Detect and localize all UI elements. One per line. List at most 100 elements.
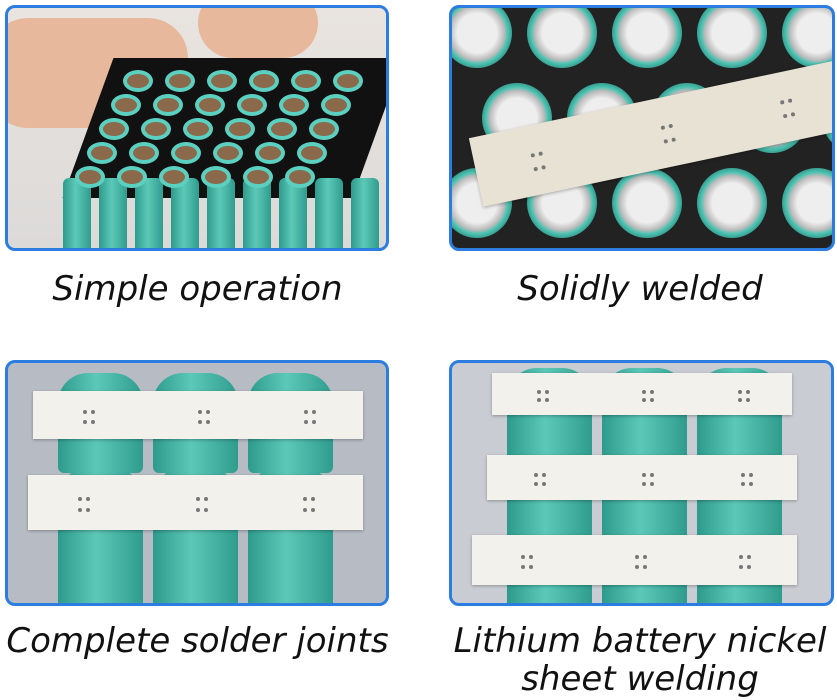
weld-spot	[779, 100, 785, 105]
nickel-strip	[33, 391, 363, 439]
cell-top	[171, 142, 201, 164]
weld-spot	[642, 482, 646, 486]
weld-spot	[82, 410, 87, 415]
cell-top	[117, 166, 147, 188]
cell-top	[249, 70, 279, 92]
weld-spot	[537, 389, 541, 394]
cell-top	[291, 70, 321, 92]
cell-top	[697, 8, 767, 68]
weld-spot	[198, 419, 202, 424]
weld-spot	[530, 152, 536, 158]
cell-top	[195, 94, 225, 116]
cell-top	[237, 94, 267, 116]
weld-spot	[86, 508, 91, 512]
cell-top	[141, 118, 171, 140]
cell-top	[207, 70, 237, 92]
cell-top	[201, 166, 231, 188]
weld-spot	[537, 398, 541, 403]
weld-spot	[741, 482, 746, 486]
weld-spot	[650, 482, 654, 486]
weld-spot	[634, 555, 639, 559]
weld-spot	[541, 473, 546, 477]
weld-spot	[311, 410, 316, 415]
cell-top	[129, 142, 159, 164]
weld-spot	[738, 398, 742, 403]
cell-top	[285, 166, 315, 188]
photo-simple-operation	[5, 5, 389, 251]
weld-spot	[642, 473, 646, 477]
hand	[198, 8, 318, 58]
nickel-strip	[487, 455, 797, 500]
battery-cell	[351, 178, 379, 248]
weld-spot	[520, 565, 525, 569]
cell-top	[279, 94, 309, 116]
weld-spot	[303, 419, 308, 424]
weld-spot	[86, 497, 91, 501]
weld-spot	[650, 389, 654, 394]
weld-spot	[302, 508, 307, 512]
weld-spot	[738, 565, 743, 569]
weld-spot	[206, 410, 210, 415]
cell-top	[159, 166, 189, 188]
weld-spot	[746, 398, 750, 403]
weld-spot	[668, 123, 674, 129]
weld-spot	[738, 389, 742, 394]
weld-spot	[90, 410, 95, 415]
battery-cell	[243, 178, 271, 248]
cell-top	[111, 94, 141, 116]
photo-nickel-sheet-welding	[449, 360, 834, 606]
cell-top	[153, 94, 183, 116]
cell-top	[333, 70, 363, 92]
weld-spot	[82, 419, 87, 424]
weld-spot	[660, 125, 666, 131]
cell-top	[612, 168, 682, 238]
weld-spot	[198, 410, 202, 415]
battery-cell	[99, 178, 127, 248]
weld-spot	[642, 565, 647, 569]
weld-spot	[642, 398, 646, 403]
cell-top	[225, 118, 255, 140]
caption-complete-solder-joints: Complete solder joints	[6, 621, 389, 661]
weld-spot	[741, 473, 746, 477]
weld-spot	[782, 113, 788, 119]
cell-top	[452, 8, 512, 68]
weld-spot	[541, 165, 546, 170]
weld-spot	[310, 508, 315, 512]
weld-spot	[78, 497, 83, 501]
weld-spot	[746, 389, 750, 394]
battery-cell	[207, 178, 235, 248]
caption-simple-operation: Simple operation	[52, 269, 343, 309]
weld-spot	[746, 555, 751, 559]
weld-spot	[310, 497, 315, 501]
weld-spot	[634, 565, 639, 569]
weld-spot	[528, 565, 533, 569]
weld-spot	[538, 151, 544, 157]
weld-spot	[545, 389, 549, 394]
weld-spot	[738, 555, 743, 559]
weld-spot	[642, 389, 646, 394]
cell-top	[123, 70, 153, 92]
weld-spot	[663, 139, 669, 144]
cell-top	[213, 142, 243, 164]
cell-top	[782, 8, 832, 68]
photo-solidly-welded	[449, 5, 835, 251]
cell-top	[75, 166, 105, 188]
cell-top	[267, 118, 297, 140]
weld-spot	[520, 555, 525, 559]
weld-spot	[790, 112, 795, 117]
weld-spot	[749, 482, 754, 486]
cell-top	[527, 8, 597, 68]
weld-spot	[302, 497, 307, 501]
cell-top	[255, 142, 285, 164]
nickel-strip	[492, 373, 792, 415]
weld-spot	[203, 508, 208, 512]
caption-solidly-welded: Solidly welded	[517, 269, 763, 309]
weld-spot	[303, 410, 308, 415]
cell-top	[87, 142, 117, 164]
cell-top	[183, 118, 213, 140]
weld-spot	[533, 473, 538, 477]
weld-spot	[195, 508, 200, 512]
weld-spot	[311, 419, 316, 424]
cell-top	[243, 166, 273, 188]
weld-spot	[90, 419, 95, 424]
